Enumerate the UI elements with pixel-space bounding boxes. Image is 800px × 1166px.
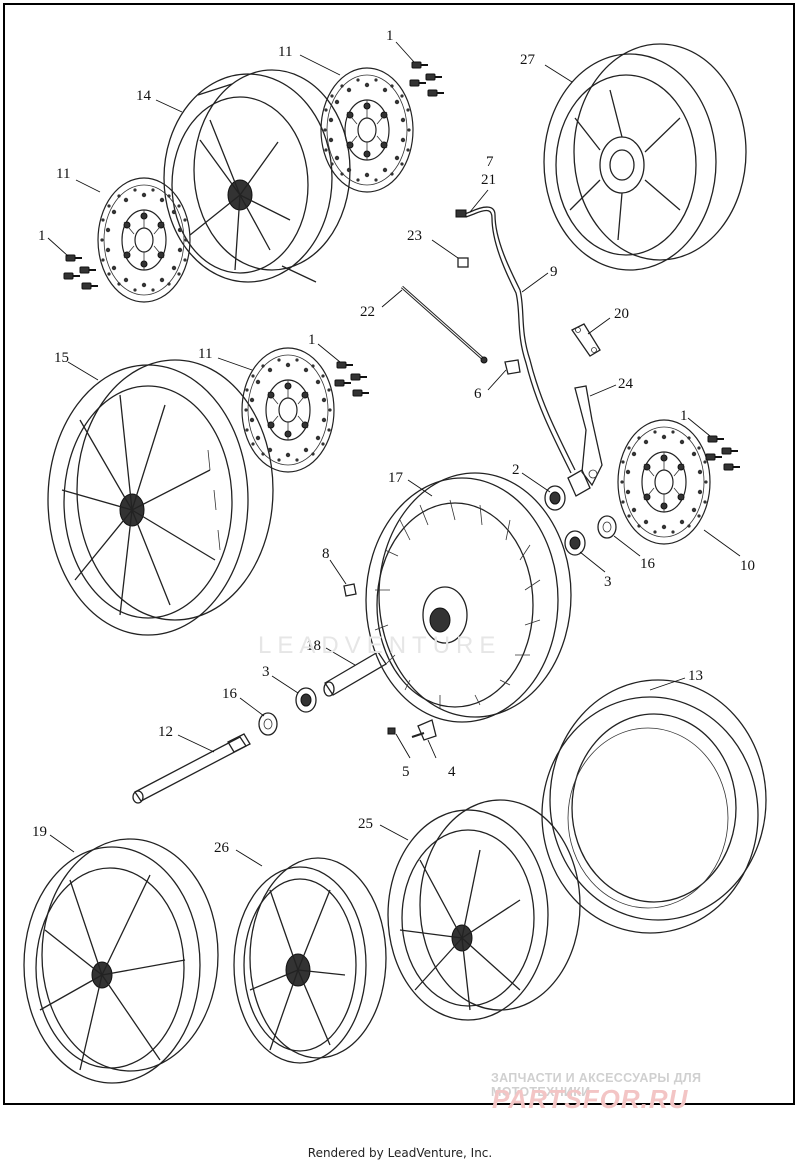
watermark-logo: PARTSFOR.RU xyxy=(492,1084,689,1114)
bolts-1-mid xyxy=(334,361,370,397)
callout-8: 8 xyxy=(322,546,330,562)
axle-12 xyxy=(132,733,251,804)
callout-11: 11 xyxy=(198,346,212,362)
wheel-17 xyxy=(365,472,572,723)
callout-27: 27 xyxy=(520,52,536,68)
spacer-16-right xyxy=(597,515,617,539)
wheel-19 xyxy=(23,838,219,1084)
callout-2: 2 xyxy=(512,462,520,478)
callout-4: 4 xyxy=(448,764,456,780)
sleeve-18 xyxy=(323,651,387,697)
callout-3: 3 xyxy=(262,664,270,680)
callout-1: 1 xyxy=(38,228,46,244)
bracket-20 xyxy=(571,323,601,357)
callout-16: 16 xyxy=(640,556,656,572)
nut-23 xyxy=(457,257,469,268)
spacer-16-left xyxy=(258,712,278,736)
callout-17: 17 xyxy=(388,470,404,486)
wheel-speed-sensor-cable xyxy=(455,206,591,497)
watermark-tagline: ЗАПЧАСТИ И АКСЕССУАРЫ ДЛЯ МОТОТЕХНИКИ xyxy=(491,1071,702,1099)
callout-1: 1 xyxy=(386,28,394,44)
bolts-1-right xyxy=(705,435,741,471)
callout-1: 1 xyxy=(680,408,688,424)
callout-25: 25 xyxy=(358,816,373,832)
callout-10: 10 xyxy=(740,558,755,574)
callout-13: 13 xyxy=(688,668,703,684)
callout-19: 19 xyxy=(32,824,47,840)
callout-9: 9 xyxy=(550,264,558,280)
valve-4 xyxy=(411,719,437,741)
callout-11: 11 xyxy=(278,44,292,60)
callout-7: 7 xyxy=(486,154,494,170)
callout-6: 6 xyxy=(474,386,482,402)
wheel-25 xyxy=(387,799,581,1021)
wheel-27 xyxy=(543,43,747,271)
wheel-14 xyxy=(163,69,351,283)
callout-24: 24 xyxy=(618,376,634,392)
brake-disc-11-mid xyxy=(241,347,335,473)
spacer-8 xyxy=(343,583,357,597)
callout-26: 26 xyxy=(214,840,230,856)
wheel-15 xyxy=(47,359,274,636)
bearing-3-left xyxy=(295,687,317,713)
bearing-3-right xyxy=(564,530,586,556)
callout-18: 18 xyxy=(306,638,321,654)
callout-21: 21 xyxy=(481,172,496,188)
callout-labels: 1 11 14 27 7 21 11 1 23 9 22 20 15 11 1 … xyxy=(32,28,755,856)
bolts-1-left xyxy=(63,254,99,290)
callout-22: 22 xyxy=(360,304,375,320)
callout-15: 15 xyxy=(54,350,69,366)
exploded-parts-diagram: 1 11 14 27 7 21 11 1 23 9 22 20 15 11 1 … xyxy=(23,28,767,1084)
callout-11: 11 xyxy=(56,166,70,182)
wheel-26 xyxy=(233,857,387,1064)
watermark-leadventure: LEADVENTURE xyxy=(258,632,502,659)
brake-disc-11-top xyxy=(320,67,414,193)
bearing-2 xyxy=(544,485,566,511)
rod-22 xyxy=(401,285,488,364)
callout-3: 3 xyxy=(604,574,612,590)
callout-16: 16 xyxy=(222,686,238,702)
brake-disc-11-left xyxy=(97,177,191,303)
callout-12: 12 xyxy=(158,724,173,740)
callout-1: 1 xyxy=(308,332,316,348)
callout-14: 14 xyxy=(136,88,152,104)
callout-20: 20 xyxy=(614,306,629,322)
clip-6 xyxy=(504,359,521,375)
bracket-24 xyxy=(574,385,603,487)
tire-13 xyxy=(541,679,767,934)
callout-23: 23 xyxy=(407,228,422,244)
cap-5 xyxy=(387,727,396,735)
bolts-1-top xyxy=(409,61,445,97)
callout-5: 5 xyxy=(402,764,410,780)
brake-disc-10 xyxy=(617,419,711,545)
leader-lines xyxy=(47,41,741,867)
footer-credit: Rendered by LeadVenture, Inc. xyxy=(307,1146,493,1160)
